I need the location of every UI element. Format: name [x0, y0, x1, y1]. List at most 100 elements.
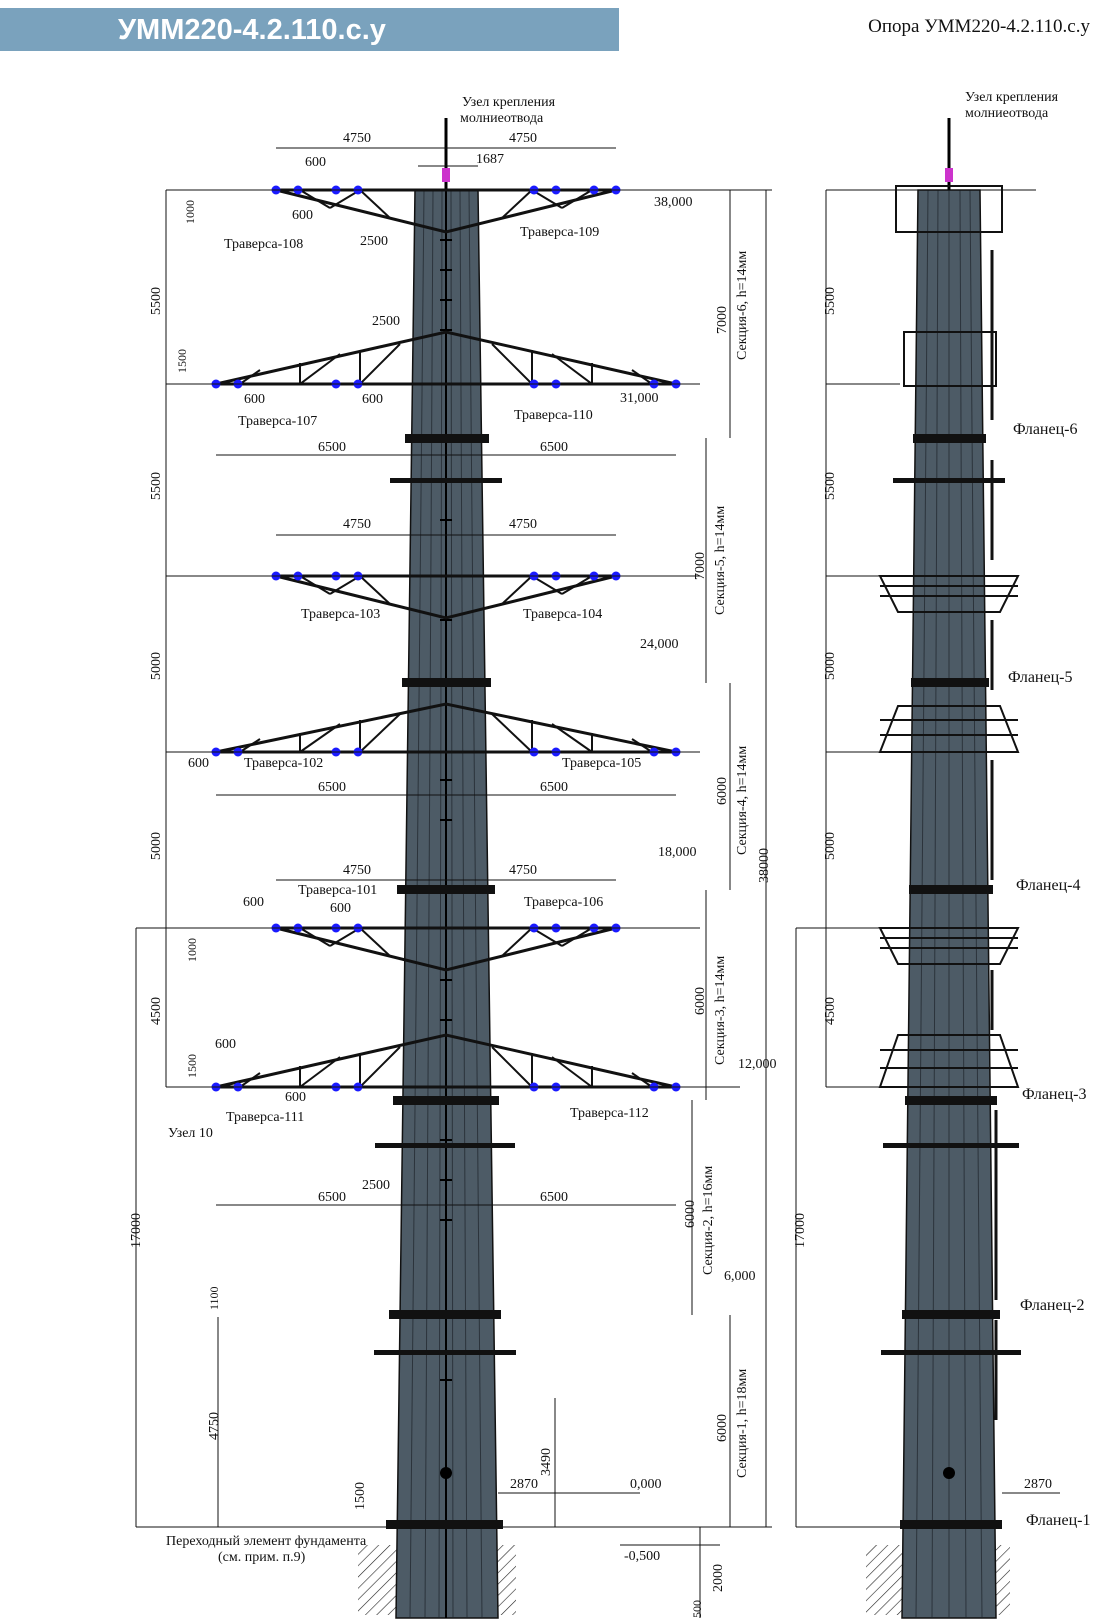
dim-2500-a: 2500 — [360, 234, 388, 249]
crossarm-106: Траверса-106 — [524, 895, 603, 910]
vdim-1000-b: 1000 — [185, 938, 199, 962]
dim-2870: 2870 — [510, 1477, 538, 1492]
dim-2500-b: 2500 — [372, 314, 400, 329]
vdim-5500-a: 5500 — [149, 287, 164, 315]
dim-600-e: 600 — [188, 756, 209, 771]
crossarm-105: Траверса-105 — [562, 756, 641, 771]
crossarm-111: Траверса-111 — [226, 1110, 304, 1125]
side-top-note-2: молниеотвода — [965, 106, 1049, 121]
crossarm-112: Траверса-112 — [570, 1106, 649, 1121]
side-rod-node — [945, 168, 953, 182]
side-pole-ribs — [915, 189, 983, 1619]
flange-1: Фланец-1 — [1026, 1512, 1090, 1529]
dim-600-f: 600 — [243, 895, 264, 910]
crossarm-103: Траверса-103 — [301, 607, 380, 622]
section-6-length: 7000 — [715, 306, 730, 334]
side-dimension-lines — [795, 189, 1060, 1528]
side-ladder — [990, 250, 998, 1420]
front-labels: Узел крепления молниеотвода 4750 4750 60… — [166, 95, 777, 1565]
section-3-length: 6000 — [693, 987, 708, 1015]
node-10: Узел 10 — [168, 1126, 213, 1141]
front-view: Узел крепления молниеотвода 4750 4750 60… — [129, 95, 777, 1619]
vdim-2000: 2000 — [711, 1564, 726, 1592]
dim-6500-b: 6500 — [540, 440, 568, 455]
elev-18000: 18,000 — [658, 845, 697, 860]
dim-6500-d: 6500 — [540, 780, 568, 795]
front-dimension-lines — [135, 147, 772, 1618]
section-4-length: 6000 — [715, 777, 730, 805]
crossarm-107: Траверса-107 — [238, 414, 317, 429]
flange-5: Фланец-5 — [1008, 669, 1072, 686]
elev-38000: 38,000 — [654, 195, 693, 210]
header-bar: УММ220-4.2.110.с.у — [0, 8, 619, 51]
foundation-label-1: Переходный элемент фундамента — [166, 1534, 367, 1549]
elev-12000: 12,000 — [738, 1057, 777, 1072]
side-view: Узел крепления молниеотвода Фланец-6 Фла… — [793, 90, 1090, 1619]
vdim-4750: 4750 — [207, 1412, 222, 1440]
total-height: 38000 — [757, 848, 772, 883]
vdim-5500-b: 5500 — [149, 472, 164, 500]
dim-6500-e: 6500 — [318, 1190, 346, 1205]
section-1-label: Секция-1, h=18мм — [735, 1369, 750, 1478]
crossarm-101: Траверса-101 — [298, 883, 377, 898]
dim-4750-d: 4750 — [509, 517, 537, 532]
foundation-label-2: (см. прим. п.9) — [218, 1550, 306, 1565]
section-6-label: Секция-6, h=14мм — [735, 251, 750, 360]
dim-4750-a: 4750 — [343, 131, 371, 146]
section-3-label: Секция-3, h=14мм — [713, 956, 728, 1065]
vdim-5000-a: 5000 — [149, 652, 164, 680]
vdim-1000-a: 1000 — [183, 200, 197, 224]
dim-6500-c: 6500 — [318, 780, 346, 795]
crossarm-108: Траверса-108 — [224, 237, 303, 252]
section-4-label: Секция-4, h=14мм — [735, 746, 750, 855]
dim-4750-c: 4750 — [343, 517, 371, 532]
dim-6500-f: 6500 — [540, 1190, 568, 1205]
header-title: УММ220-4.2.110.с.у — [118, 14, 386, 46]
flange-6: Фланец-6 — [1013, 421, 1077, 438]
dim-1687: 1687 — [476, 152, 504, 167]
vdim-1500-a: 1500 — [175, 349, 189, 373]
dim-600-d: 600 — [362, 392, 383, 407]
section-5-label: Секция-5, h=14мм — [713, 506, 728, 615]
vdim-1500-c: 1500 — [353, 1482, 368, 1510]
side-vdim-5500-a: 5500 — [823, 287, 838, 315]
side-crossarms — [878, 185, 1020, 1088]
elev-6000: 6,000 — [724, 1269, 756, 1284]
vdim-17000: 17000 — [129, 1213, 144, 1248]
elev-24000: 24,000 — [640, 637, 679, 652]
side-vdim-4500: 4500 — [823, 997, 838, 1025]
section-2-length: 6000 — [683, 1200, 698, 1228]
front-top-note-2: молниеотвода — [460, 111, 544, 126]
side-vdim-17000: 17000 — [793, 1213, 808, 1248]
side-top-note-1: Узел крепления — [965, 90, 1059, 105]
crossarm-110: Траверса-110 — [514, 408, 593, 423]
dim-600-i: 600 — [285, 1090, 306, 1105]
elev-minus-0500: -0,500 — [624, 1549, 660, 1564]
dim-600-b: 600 — [292, 208, 313, 223]
dim-600-a: 600 — [305, 155, 326, 170]
dim-600-c: 600 — [244, 392, 265, 407]
flange-2: Фланец-2 — [1020, 1297, 1084, 1314]
vdim-1100: 1100 — [207, 1286, 221, 1310]
dim-6500-a: 6500 — [318, 440, 346, 455]
vdim-4500: 4500 — [149, 997, 164, 1025]
side-labels: Узел крепления молниеотвода Фланец-6 Фла… — [793, 90, 1090, 1529]
front-pole-ribs — [409, 189, 483, 1619]
crossarm-104: Траверса-104 — [523, 607, 602, 622]
front-vertical-labels: 5500 5500 5000 5000 4500 17000 1000 1500… — [129, 200, 772, 1618]
vdim-3490: 3490 — [539, 1448, 554, 1476]
dim-600-g: 600 — [330, 901, 351, 916]
vdim-1500-b: 1500 — [185, 1054, 199, 1078]
side-vdim-5500-b: 5500 — [823, 472, 838, 500]
front-top-note-1: Узел крепления — [462, 95, 556, 110]
crossarm-109: Траверса-109 — [520, 225, 599, 240]
dim-4750-b: 4750 — [509, 131, 537, 146]
side-flanges — [881, 434, 1021, 1529]
dim-600-h: 600 — [215, 1037, 236, 1052]
side-dim-2870: 2870 — [1024, 1477, 1052, 1492]
vdim-5000-b: 5000 — [149, 832, 164, 860]
flange-4: Фланец-4 — [1016, 877, 1080, 894]
header-subtitle: Опора УММ220-4.2.110.с.у — [868, 16, 1090, 37]
dim-4750-e: 4750 — [343, 863, 371, 878]
